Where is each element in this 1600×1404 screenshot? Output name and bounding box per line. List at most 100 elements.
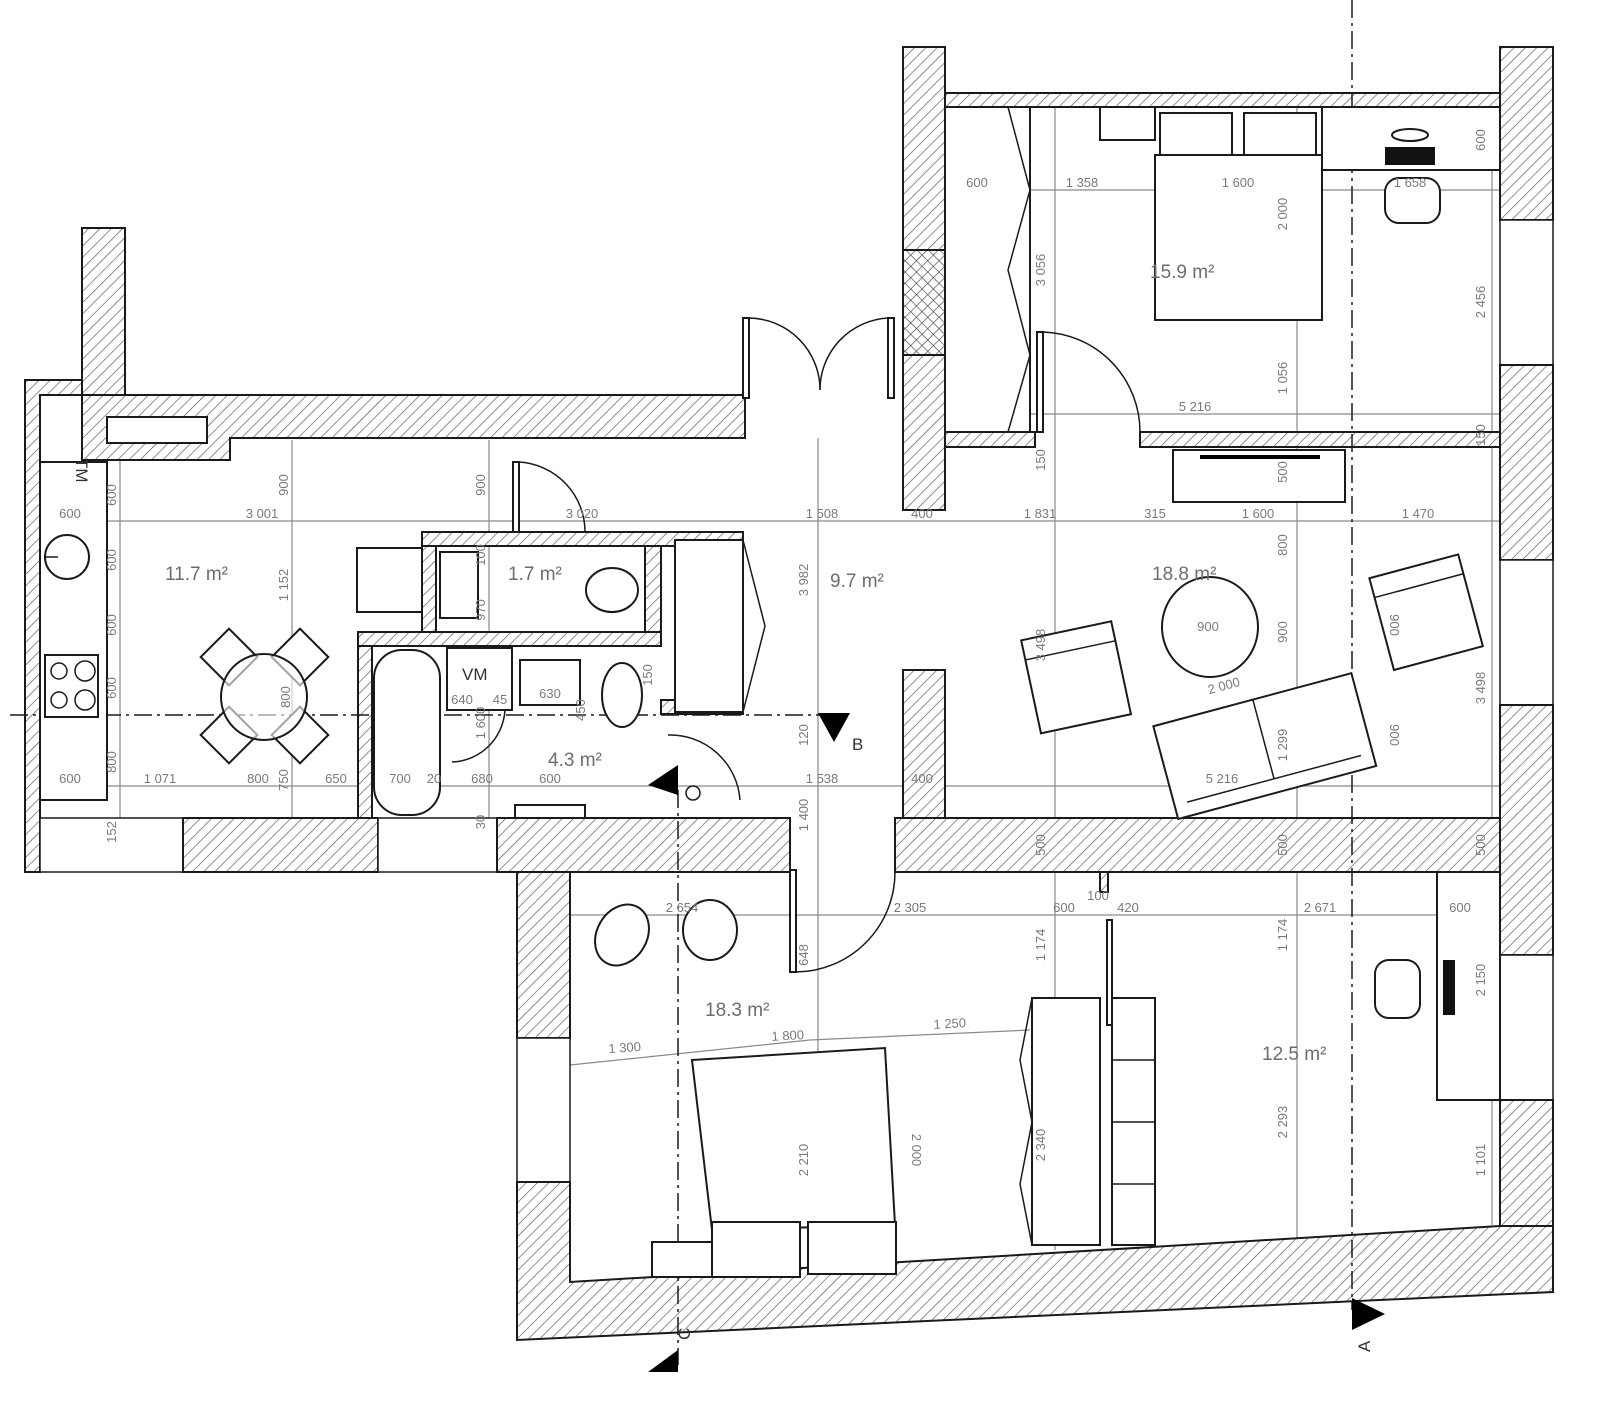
area-wc: 1.7 m² [508,564,562,585]
office-chair-2 [1374,959,1421,1019]
dimension-label: 1 300 [608,1039,642,1056]
dimension-label: 900 [1275,621,1290,643]
dimension-label: 1 250 [933,1015,966,1032]
section-c-marker-top [648,765,678,795]
dimension-label: 700 [389,771,411,786]
dimension-label: 800 [1275,534,1290,556]
dimension-label: 500 [1275,834,1290,856]
bedroom-door[interactable] [1036,331,1044,433]
dimension-label: 600 [104,677,119,699]
dimension-label: 900 [1387,724,1402,746]
dimension-label: 3 498 [1473,672,1488,705]
radiator [106,416,208,444]
dimension-label: 3 001 [246,506,279,521]
section-c-label: C [675,1328,694,1340]
dimension-label: 600 [1473,129,1488,151]
entrance-door-right[interactable] [887,317,895,399]
dimension-label: 800 [278,686,293,708]
bedroom2-door[interactable] [789,869,797,973]
washer-label: VM [462,665,488,684]
armchair-right [1368,553,1485,672]
dimension-label: 400 [911,506,933,521]
wc-basin [439,551,479,619]
dimension-label: 640 [451,692,473,707]
section-b-marker [818,713,850,742]
dimension-label: 1 600 [1222,175,1255,190]
hall-wardrobe [674,539,744,713]
dimension-label: 1 508 [806,506,839,521]
fridge [356,547,423,613]
section-c-marker [648,1350,678,1372]
hob-icon [44,654,99,718]
dimension-label: 600 [539,771,561,786]
dimension-label: 2 210 [796,1144,811,1177]
armchair-left [1020,620,1133,735]
entrance-door-left[interactable] [742,317,750,399]
dimension-label: 1 299 [1275,729,1290,762]
dimension-label: 1 358 [1066,175,1099,190]
dimension-label: 900 [473,474,488,496]
dimension-label: 3 498 [1033,629,1048,662]
washing-machine [446,647,513,711]
toilet-icon [585,567,639,613]
dimension-label: 1 800 [771,1027,804,1044]
dimension-label: 600 [59,771,81,786]
bathtub [373,649,441,816]
washer-door-swing [451,704,506,763]
wc-door[interactable] [512,461,520,533]
dimension-label: 2 000 [1275,198,1290,231]
dimension-label: 3 020 [566,506,599,521]
double-bed [1154,154,1323,321]
bedroom-wardrobe [944,106,1031,433]
room-labels: 11.7 m² 1.7 m² 9.7 m² 18.8 m² 15.9 m² 4.… [72,262,1374,1352]
furniture [39,106,1501,1278]
dimension-label: 2 305 [894,900,927,915]
dimension-label: 1 152 [276,569,291,602]
dimension-label: 630 [539,686,561,701]
dimension-label: 1 600 [1242,506,1275,521]
dimension-label: 1 831 [1024,506,1057,521]
dimension-label: 1 071 [144,771,177,786]
dimension-label: 150 [640,664,655,686]
dimension-label: 1 174 [1275,919,1290,952]
dimension-label: 2 456 [1473,286,1488,319]
dimension-label: 2 340 [1033,1129,1048,1162]
coffee-table [1161,576,1259,678]
dimension-label: 5 216 [1179,399,1212,414]
dimension-label: 2 293 [1275,1106,1290,1139]
bedroom2-wardrobe [1031,997,1101,1246]
bathroom-sink [519,659,581,706]
bed-2 [690,1046,897,1232]
dimension-label: 648 [796,944,811,966]
monitor-icon [1391,128,1429,142]
area-living: 18.8 m² [1152,564,1216,585]
area-bathroom: 4.3 m² [548,750,602,771]
dimension-label: 900 [1387,614,1402,636]
kitchen-counter [39,461,108,801]
dimension-label: 900 [1197,619,1219,634]
dimension-label: 600 [59,506,81,521]
dimension-label: 2 150 [1473,964,1488,997]
dimension-label: 800 [247,771,269,786]
dimension-label: 30 [473,815,488,829]
area-bedroom-1: 15.9 m² [1150,262,1214,283]
lounge-chair [594,903,650,967]
dimension-label: 1 600 [473,707,488,740]
dimension-label: 500 [1473,834,1488,856]
dimension-label: 400 [911,771,933,786]
dimension-label: 1 101 [1473,1144,1488,1177]
dimension-label: 120 [796,724,811,746]
dimension-label: 5 216 [1206,771,1239,786]
dimension-label: 100 [473,544,488,566]
dining-table [199,627,330,765]
dimension-label: 900 [276,474,291,496]
area-study: 12.5 m² [1262,1044,1326,1065]
nightstand [1099,106,1156,141]
dimension-label: 152 [104,821,119,843]
dimension-label: 970 [473,599,488,621]
dimension-label: 450 [573,699,588,721]
section-a-label: A [1355,1340,1374,1352]
dimension-label: 800 [104,751,119,773]
